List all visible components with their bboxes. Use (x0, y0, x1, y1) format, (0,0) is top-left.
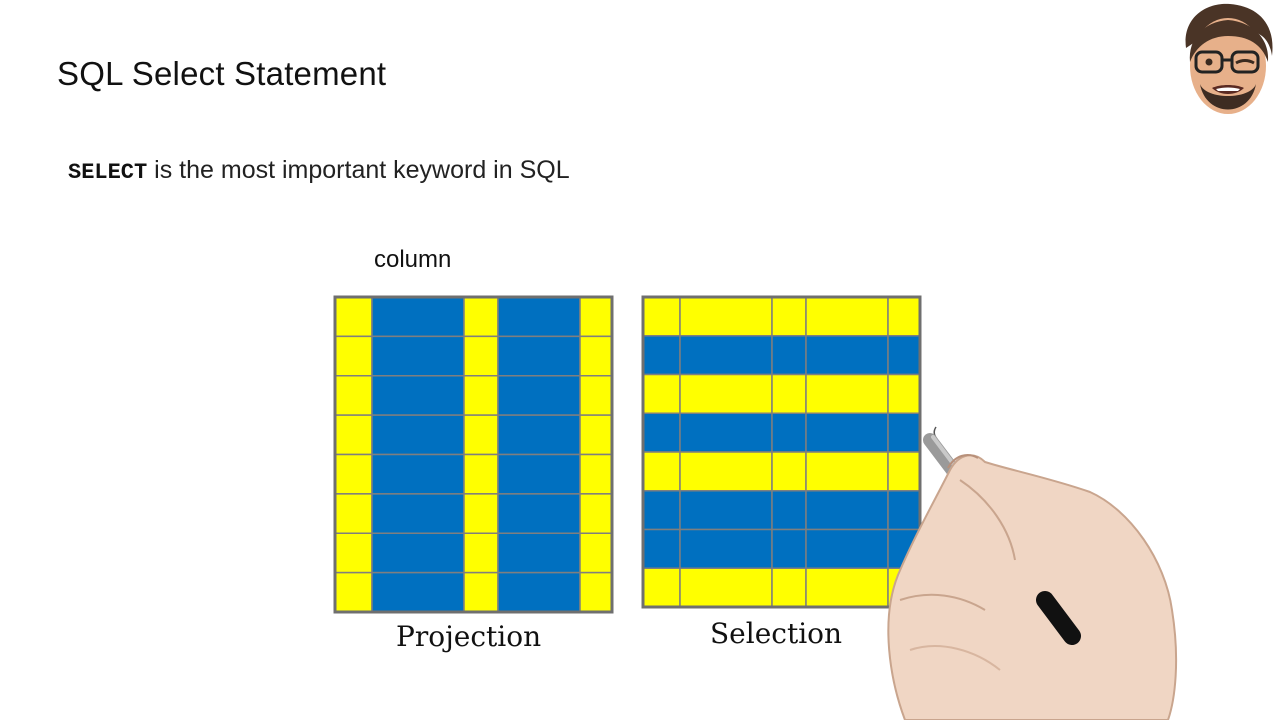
selection-grid-border (641, 295, 922, 609)
projection-grid-cell (334, 453, 373, 495)
selection-grid (641, 295, 922, 609)
selection-grid-cell (679, 451, 773, 492)
selection-grid-cell (679, 490, 773, 531)
slide-title: SQL Select Statement (57, 55, 387, 92)
selection-grid-cell (771, 490, 807, 531)
subtitle-text: is the most important keyword in SQL (147, 156, 570, 184)
subtitle: SELECT is the most important keyword in … (68, 156, 570, 185)
selection-grid-cell (805, 451, 889, 492)
projection-grid-cell (463, 414, 499, 456)
projection-grid-cell (371, 335, 465, 377)
selection-grid-cell (642, 335, 681, 376)
projection-grid-cell (497, 453, 581, 495)
projection-caption: Projection (396, 620, 542, 653)
projection-grid-cell (579, 296, 613, 338)
select-keyword: SELECT (68, 160, 148, 185)
selection-grid-cell (887, 412, 921, 453)
selection-grid-cell (771, 528, 807, 569)
projection-grid-cell (371, 571, 465, 613)
selection-caption: Selection (710, 617, 843, 650)
selection-grid-cell (679, 567, 773, 608)
selection-grid-cell (805, 567, 889, 608)
selection-grid-cell (771, 567, 807, 608)
projection-grid-cell (371, 375, 465, 416)
projection-grid-cell (579, 375, 613, 416)
projection-grid-cell (371, 296, 465, 338)
selection-grid-cell (887, 451, 921, 492)
column-label: column (374, 246, 452, 273)
projection-grid-cell (579, 493, 613, 534)
projection-grid-cell (334, 375, 373, 416)
selection-grid-cell (679, 373, 773, 414)
projection-grid-cell (497, 296, 581, 338)
projection-grid-cell (463, 453, 499, 495)
selection-grid-cell (805, 296, 889, 337)
selection-grid-cell (679, 335, 773, 376)
projection-grid-border (333, 295, 614, 614)
selection-grid-cell (771, 451, 807, 492)
projection-grid-cell (463, 571, 499, 613)
selection-grid-cell (642, 528, 681, 569)
selection-grid-cell (887, 490, 921, 531)
projection-grid (333, 295, 614, 614)
projection-grid-cell (579, 571, 613, 613)
avatar-icon (1185, 3, 1273, 114)
selection-grid-cell (805, 335, 889, 376)
selection-grid-cell (679, 528, 773, 569)
projection-grid-cell (497, 335, 581, 377)
projection-grid-cell (371, 493, 465, 534)
